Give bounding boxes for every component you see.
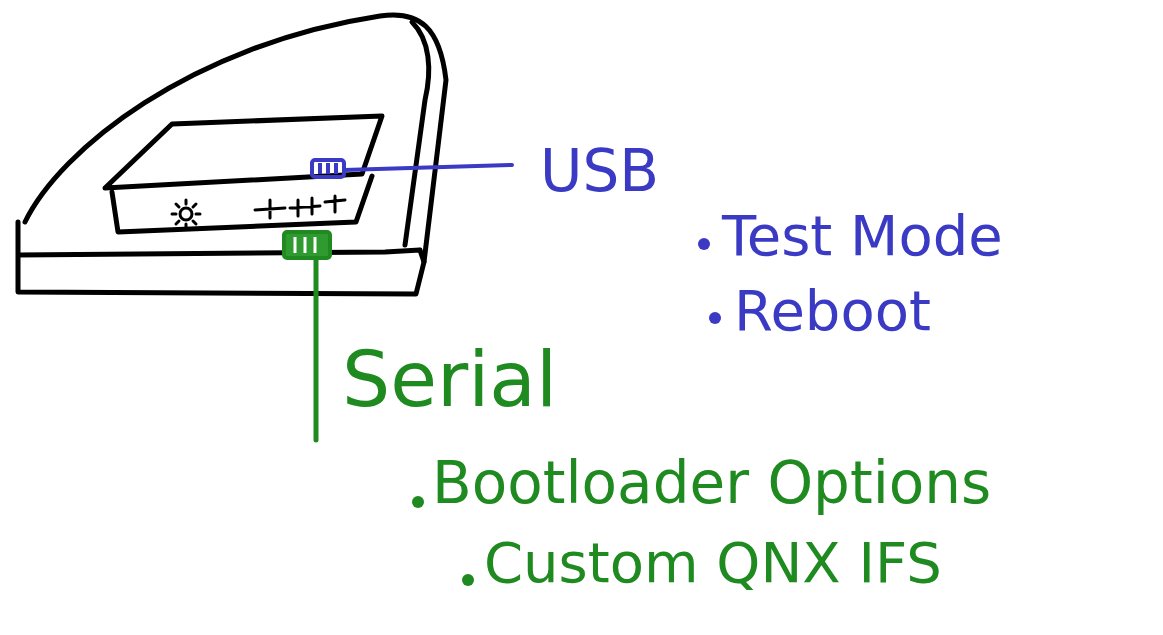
bullet-dot	[462, 574, 474, 586]
bullet-dot	[709, 312, 721, 324]
screen-panel	[105, 116, 382, 188]
housing-edge	[405, 22, 429, 245]
sun-symbol	[172, 200, 200, 228]
control-symbol	[255, 196, 345, 218]
usb-port	[312, 160, 344, 177]
feature-item: Reboot	[734, 280, 931, 342]
feature-item: Test Mode	[722, 205, 1003, 267]
device-housing	[25, 15, 446, 262]
serial-port	[284, 232, 330, 258]
feature-item: Bootloader Options	[432, 452, 991, 516]
device-base	[18, 222, 424, 294]
port-label: USB	[540, 140, 659, 204]
serial-leader	[314, 260, 319, 440]
feature-item: Custom QNX IFS	[484, 532, 942, 594]
usb-leader	[344, 165, 512, 170]
control-tray	[112, 176, 372, 232]
bullet-dot	[698, 238, 710, 250]
bullet-dot	[412, 496, 424, 508]
port-label: Serial	[342, 338, 557, 422]
